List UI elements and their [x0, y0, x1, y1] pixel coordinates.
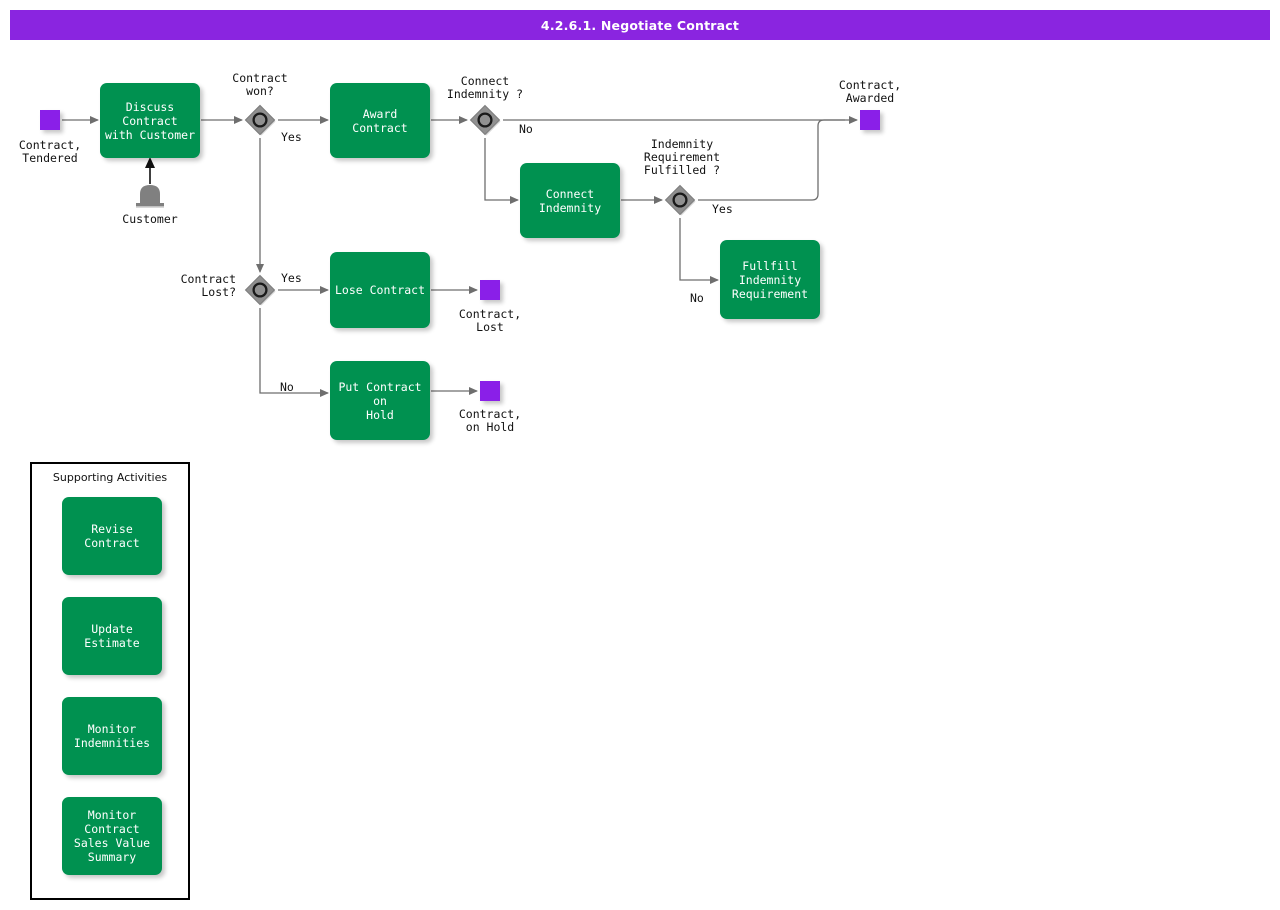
task-update-estimate[interactable]: Update Estimate	[62, 597, 162, 675]
gateway-indemnity-requirement-fulfilled[interactable]	[663, 183, 697, 217]
end-event-contract-awarded[interactable]	[860, 110, 880, 130]
inclusive-gateway-icon	[244, 274, 276, 306]
task-label: Discuss Contract with Customer	[105, 99, 196, 142]
task-connect-indemnity[interactable]: Connect Indemnity	[520, 163, 620, 238]
task-monitor-indemnities[interactable]: Monitor Indemnities	[62, 697, 162, 775]
flow-label-fulfilled-yes: Yes	[712, 202, 733, 216]
gateway-contract-won-label: Contract won?	[232, 71, 288, 98]
diagram-title-bar: 4.2.6.1. Negotiate Contract	[10, 10, 1270, 40]
start-event-contract-tendered[interactable]	[40, 110, 60, 130]
flow-label-indemnity-no: No	[519, 122, 533, 136]
task-discuss-contract-with-customer[interactable]: Discuss Contract with Customer	[100, 83, 200, 158]
start-event-contract-tendered-label: Contract, Tendered	[18, 138, 82, 165]
task-label: Update Estimate	[84, 622, 140, 650]
end-event-contract-awarded-label: Contract, Awarded	[838, 78, 902, 105]
task-put-contract-on-hold[interactable]: Put Contract on Hold	[330, 361, 430, 440]
gateway-contract-lost-label: Contract Lost?	[180, 272, 236, 299]
role-customer[interactable]	[130, 182, 170, 208]
edge-gw-indemnity-to-connect	[484, 138, 519, 204]
task-lose-contract[interactable]: Lose Contract	[330, 252, 430, 328]
gateway-connect-indemnity-label: Connect Indemnity ?	[446, 74, 524, 101]
supporting-activities-title: Supporting Activities	[52, 471, 168, 484]
task-label: Lose Contract	[335, 283, 426, 297]
task-label: Monitor Indemnities	[73, 722, 151, 750]
end-event-contract-on-hold[interactable]	[480, 381, 500, 401]
task-award-contract[interactable]: Award Contract	[330, 83, 430, 158]
end-event-contract-lost-label: Contract, Lost	[458, 307, 522, 334]
inclusive-gateway-icon	[664, 184, 696, 216]
task-label: Fullfill Indemnity Requirement	[731, 258, 809, 301]
supporting-activities-group: Supporting Activities Revise Contract Up…	[30, 462, 190, 900]
flow-label-lost-yes: Yes	[281, 271, 302, 285]
inclusive-gateway-icon	[244, 104, 276, 136]
inclusive-gateway-icon	[469, 104, 501, 136]
role-customer-label: Customer	[122, 212, 178, 226]
task-fullfill-indemnity-requirement[interactable]: Fullfill Indemnity Requirement	[720, 240, 820, 319]
edge-gw-fulfilled-no-to-fullfill	[679, 218, 719, 284]
end-event-contract-on-hold-label: Contract, on Hold	[458, 407, 522, 434]
task-label: Award Contract	[352, 106, 408, 135]
edge-customer-arrowhead	[145, 157, 155, 168]
page-title: 4.2.6.1. Negotiate Contract	[540, 17, 740, 33]
flow-label-won-yes: Yes	[281, 130, 302, 144]
gateway-connect-indemnity[interactable]	[468, 103, 502, 137]
task-revise-contract[interactable]: Revise Contract	[62, 497, 162, 575]
task-label: Put Contract on Hold	[338, 379, 422, 422]
flow-label-fulfilled-no: No	[690, 291, 704, 305]
task-label: Connect Indemnity	[538, 186, 602, 215]
user-bust-icon	[136, 185, 164, 208]
end-event-contract-lost[interactable]	[480, 280, 500, 300]
task-label: Monitor Contract Sales Value Summary	[73, 808, 151, 864]
gateway-indemnity-requirement-fulfilled-label: Indemnity Requirement Fulfilled ?	[643, 137, 721, 177]
task-monitor-contract-sales-value-summary[interactable]: Monitor Contract Sales Value Summary	[62, 797, 162, 875]
task-label: Revise Contract	[84, 522, 140, 550]
gateway-contract-lost[interactable]	[243, 273, 277, 307]
edge-gw-lost-no-to-hold	[259, 308, 329, 397]
gateway-contract-won[interactable]	[243, 103, 277, 137]
flow-label-lost-no: No	[280, 380, 294, 394]
